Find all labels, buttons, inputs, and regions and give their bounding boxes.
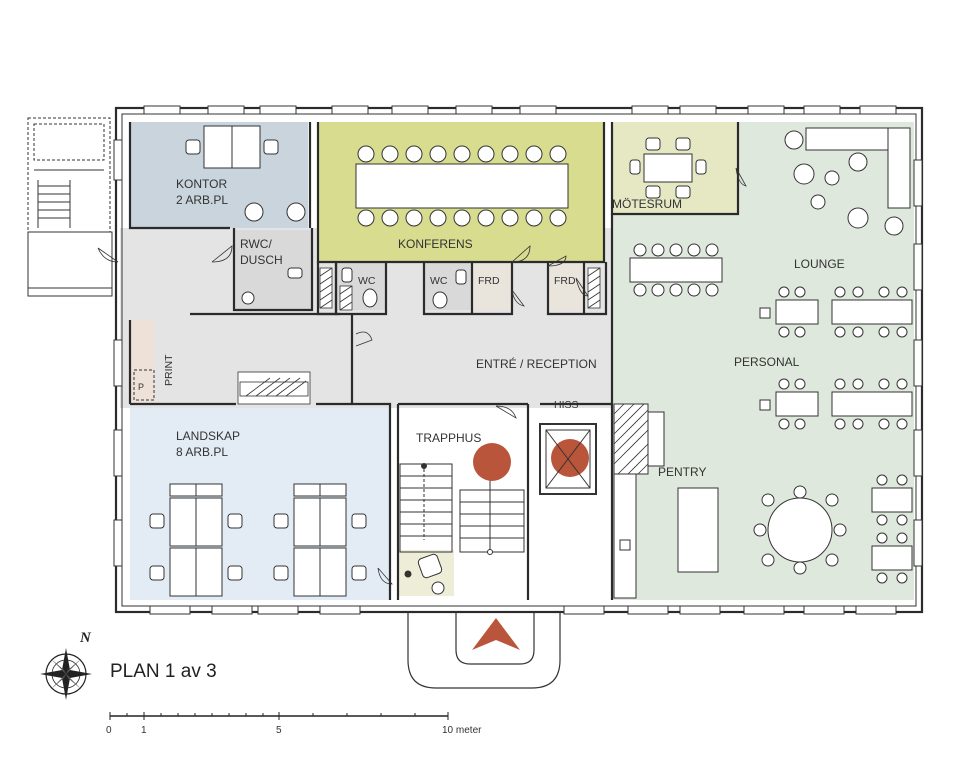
pentry-hatch <box>613 403 649 475</box>
plan-title: PLAN 1 av 3 <box>110 661 217 682</box>
personal-room <box>612 122 914 600</box>
dining-tables <box>759 286 913 584</box>
rwc-label: RWC/ <box>240 237 272 251</box>
kontor-sub-label: 2 ARB.PL <box>176 193 228 207</box>
scale-tick-5: 5 <box>276 725 282 736</box>
elevator <box>539 423 597 495</box>
personal-long-table <box>629 243 723 297</box>
landskap-label: LANDSKAP <box>176 429 240 443</box>
print-station <box>133 369 155 401</box>
frd1-room <box>472 262 512 310</box>
round-table <box>753 485 847 575</box>
windows-top <box>143 105 897 115</box>
kontor-furniture <box>185 125 306 222</box>
interior-walls <box>128 122 740 600</box>
personal-label: PERSONAL <box>734 355 800 369</box>
scale-tick-0: 0 <box>106 725 112 736</box>
stair-marker-circle <box>473 443 511 481</box>
landskap-sub-label: 8 ARB.PL <box>176 445 228 459</box>
konferens-label: KONFERENS <box>398 237 473 251</box>
rwc-fixtures <box>241 267 303 305</box>
kontor-label: KONTOR <box>176 177 227 191</box>
motesrum-label: MÖTESRUM <box>612 197 682 211</box>
entre-label: ENTRÉ / RECEPTION <box>476 356 597 371</box>
shaft-hatches <box>319 267 601 311</box>
scale-bar <box>109 712 449 720</box>
windows-bottom <box>149 605 897 615</box>
hiss-label: HISS <box>554 399 579 411</box>
lounge-furniture <box>784 127 911 236</box>
door-swings <box>97 167 747 585</box>
windows-right <box>913 159 923 567</box>
motesrum-furniture <box>629 137 707 199</box>
external-stair <box>27 117 113 297</box>
lounge-label: LOUNGE <box>794 257 845 271</box>
hatched-cabinet <box>237 371 311 405</box>
entrance-arrow <box>472 618 520 650</box>
scale-tick-10: 10 meter <box>442 725 482 736</box>
north-label: N <box>79 630 92 646</box>
trapphus-label: TRAPPHUS <box>416 431 481 445</box>
compass-icon <box>40 648 92 700</box>
landskap-desks <box>149 483 367 597</box>
wc1-label: WC <box>358 275 376 287</box>
frd2-label: FRD <box>554 275 576 287</box>
landing-chair <box>404 553 445 595</box>
konferens-table <box>355 145 569 227</box>
stairs <box>399 463 525 555</box>
pentry-label: PENTRY <box>658 465 706 479</box>
landskap-room <box>130 408 390 600</box>
windows-left <box>113 139 123 567</box>
entrance-vestibule <box>407 612 561 689</box>
dusch-label: DUSCH <box>240 253 283 267</box>
frd1-label: FRD <box>478 275 500 287</box>
wc-fixtures <box>341 267 467 309</box>
wc2-label: WC <box>430 275 448 287</box>
scale-tick-1: 1 <box>141 725 147 736</box>
print-p-mark: P <box>138 382 144 392</box>
print-label: PRINT <box>163 354 175 386</box>
